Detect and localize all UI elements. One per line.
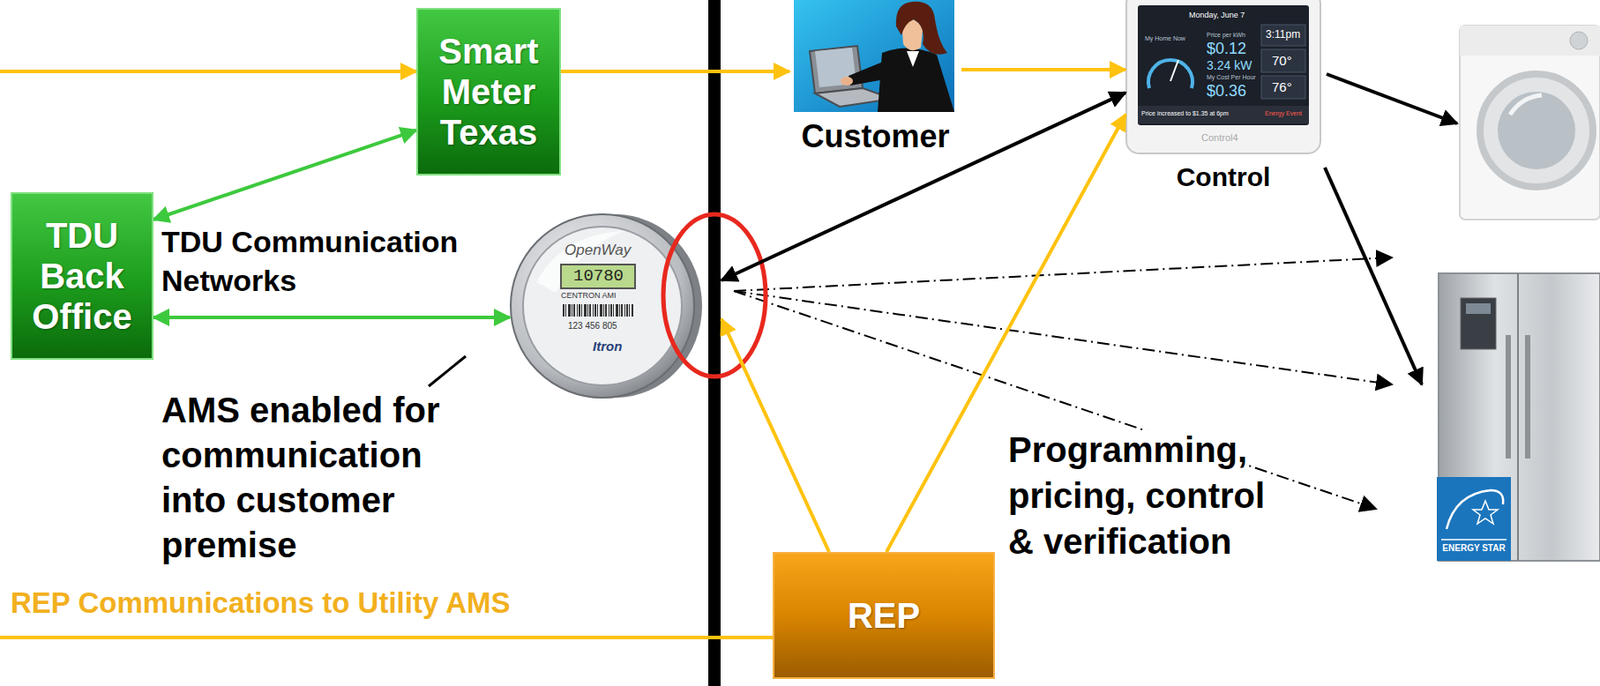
washer-illustration: [1459, 25, 1600, 220]
fridge-illustration-part: [1441, 538, 1507, 541]
washer-illustration-part: [1459, 25, 1600, 56]
fridge-illustration-part: [1517, 273, 1519, 561]
connector: [0, 71, 773, 638]
meter-illustration-part: [523, 226, 682, 386]
meter-illustration: [510, 214, 703, 398]
label-box: REP Communications to Utility AMS: [10, 585, 629, 621]
screen-value: 3.24 kW: [1206, 58, 1252, 73]
connector: [721, 319, 830, 553]
screen-text: Monday, June 7: [1188, 10, 1245, 20]
premise-boundary: [708, 0, 721, 686]
customer-figure: Customer: [789, 0, 962, 161]
control-device-part: [1137, 105, 1309, 124]
meter-link-part: [733, 291, 1392, 385]
box-label: Smart Meter Texas: [425, 30, 553, 153]
connector: [721, 92, 1126, 281]
control-device: [1126, 0, 1321, 154]
link-label: REP Communications to Utility AMS: [10, 586, 511, 620]
leader-line: [428, 356, 466, 387]
washer-illustration-part: [1480, 74, 1593, 187]
meter-illustration-part: [562, 304, 634, 317]
fridge-illustration-part: [1460, 298, 1496, 350]
brand-logo: Control4: [1201, 132, 1239, 144]
control-device-part: [1261, 49, 1306, 73]
label-box: AMS enabled for communication into custo…: [161, 388, 466, 569]
highlight-ellipse: [663, 214, 766, 377]
customer-illustration-part: [809, 45, 863, 94]
label-box: TDU Communication Networks: [161, 222, 497, 300]
control-device-part: [1170, 59, 1179, 82]
meter-brand: OpenWay: [564, 241, 631, 260]
control-link-part: [1324, 167, 1422, 385]
customer-illustration-part: [814, 47, 857, 88]
node-label: Control: [1125, 162, 1322, 194]
screen-text: Energy Event: [1264, 110, 1302, 118]
connector: [153, 315, 510, 320]
fridge-illustration-part: [1505, 335, 1511, 459]
meter-illustration-part: [510, 214, 695, 398]
screen-value: 70°: [1271, 52, 1293, 68]
customer-illustration-part: [906, 51, 920, 68]
control-display: Monday, June 7My Home NowPrice per kWh$0…: [1125, 0, 1322, 200]
meter-illustration-part: [536, 231, 625, 293]
screen-text: Price per kWh: [1206, 31, 1246, 39]
label-box: ENERGY STAR: [1436, 543, 1511, 554]
fridge-illustration-part: [1436, 477, 1511, 561]
customer-illustration-part: [896, 1, 948, 55]
washer-illustration-part: [1510, 95, 1542, 115]
label-box: Programming, pricing, control & verifica…: [1008, 426, 1291, 565]
screen-value: $0.36: [1206, 82, 1247, 101]
connector: [153, 130, 417, 220]
customer-illustration-part: [793, 0, 955, 113]
control-device-part: [1137, 5, 1309, 126]
customer-illustration-part: [840, 76, 853, 86]
meter-model: CENTRON AMI: [560, 291, 617, 300]
rep-box: REP: [772, 552, 995, 680]
meter-link: [733, 257, 1392, 509]
screen-value: 3:11pm: [1265, 29, 1301, 42]
callout-text: AMS enabled for communication into custo…: [161, 390, 441, 565]
meter-maker: Itron: [592, 338, 622, 354]
washer-illustration-part: [1459, 25, 1600, 220]
fridge-illustration-part: [1472, 500, 1498, 524]
control-link-part: [1326, 74, 1458, 124]
fridge-illustration: [1436, 273, 1600, 561]
connector: [961, 67, 1126, 72]
meter-reading: 10780: [573, 267, 624, 287]
washer-illustration-part: [1497, 91, 1576, 170]
screen-value: $0.12: [1206, 39, 1247, 59]
logo-text: ENERGY STAR: [1442, 543, 1505, 554]
control-device-part: [1148, 59, 1193, 89]
connector: [560, 69, 790, 74]
meter-link-part: [733, 257, 1392, 292]
control-device-part: [1261, 75, 1306, 99]
screen-text: My Cost Per Hour: [1206, 74, 1257, 82]
customer-illustration-part: [877, 47, 955, 113]
network-label: TDU Communication Networks: [161, 224, 458, 298]
meter-serial: 123 456 805: [568, 321, 618, 332]
callout-text: Programming, pricing, control & verifica…: [1008, 430, 1265, 561]
smart-meter: OpenWay 10780CENTRON AMI 123 456 805Itron: [509, 211, 722, 402]
fridge-illustration-part: [1525, 335, 1531, 459]
meter-illustration-part: [560, 264, 636, 289]
back-office-box: TDU Back Office: [10, 192, 154, 360]
control-device-part: [1261, 24, 1306, 46]
customer-illustration-part: [848, 59, 895, 86]
portal-box: Smart Meter Texas: [416, 7, 561, 176]
screen-value: 76°: [1271, 79, 1293, 95]
box-label: TDU Back Office: [19, 215, 145, 337]
control-link: [1324, 74, 1458, 385]
fridge-illustration-part: [1446, 490, 1503, 530]
fridge-illustration-part: [1465, 303, 1491, 315]
screen-text: Price increased to $1.35 at 6pm: [1141, 110, 1229, 118]
control-device-part: [1126, 0, 1321, 154]
box-label: REP: [781, 595, 987, 636]
customer-illustration: [793, 0, 955, 113]
node-label: Customer: [789, 118, 962, 155]
screen-text: My Home Now: [1144, 35, 1186, 43]
washer-illustration-part: [1570, 31, 1588, 50]
